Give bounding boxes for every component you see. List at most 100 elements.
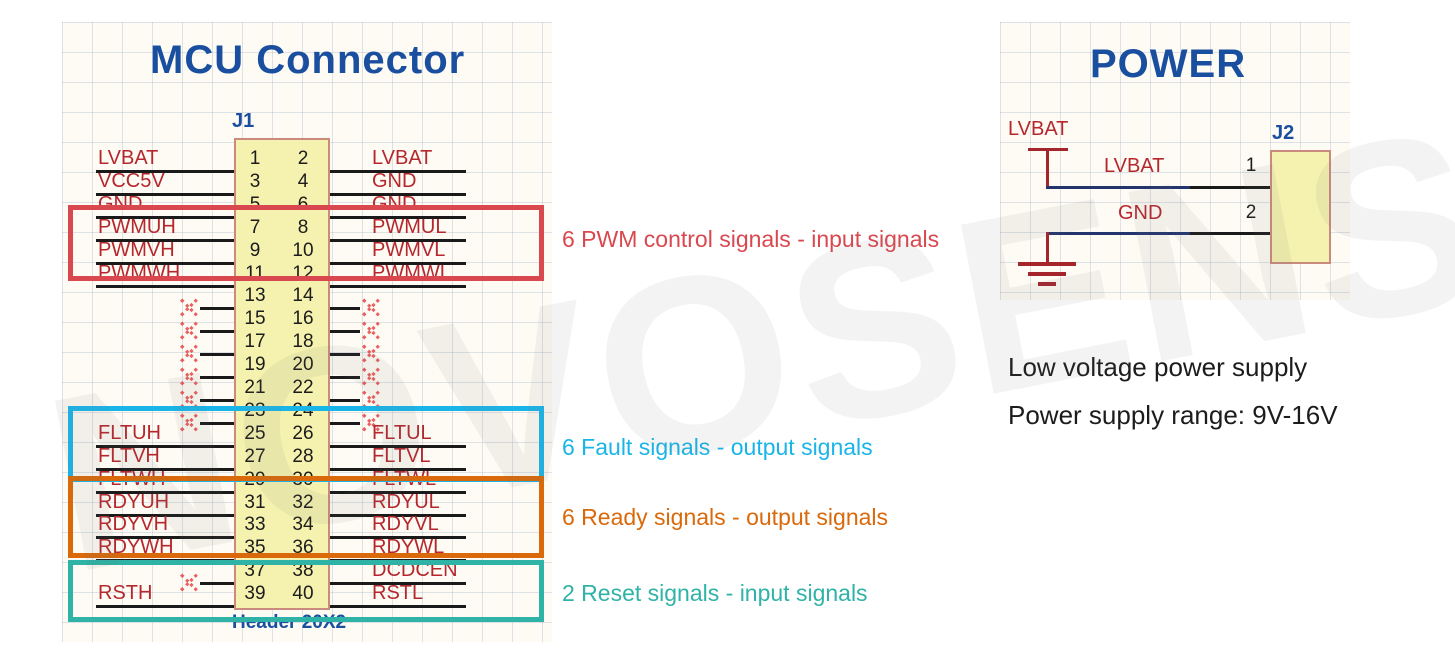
j1-pin-7-net-label: PWMUH [98,215,176,238]
gnd-symbol-bar1 [1018,262,1076,266]
j1-pin-36-net-label: RDYWL [372,536,445,559]
j1-pin-17-no-connect-icon [178,342,200,364]
j1-pin-26-net-label: FLTUL [372,421,432,444]
j1-pin-40-wire [326,605,466,609]
j1-pin-32-number: 32 [292,491,314,513]
j1-pin-13-number: 13 [244,285,266,307]
j1-pin-14-number: 14 [292,285,314,307]
j1-pin-3-net-label: VCC5V [98,169,165,192]
j1-pin-33-number: 33 [244,514,266,536]
j1-pin-40-number: 40 [292,583,314,605]
j1-pin-34-wire [326,536,466,540]
power-net-lvbat: LVBAT [1104,155,1165,177]
j1-pin-9-number: 9 [249,239,261,261]
annotation-ready: 6 Ready signals - output signals [562,504,889,530]
j1-pin-19-wire [200,376,234,380]
j1-pin-18-wire [326,353,360,357]
j2-pin-2-number: 2 [1245,202,1257,223]
power-title: POWER [1090,42,1247,86]
j1-pin-37-number: 37 [244,560,266,582]
j1-pin-37-wire [200,582,234,586]
annotation-pwm: 6 PWM control signals - input signals [562,226,940,252]
j1-pin-33-net-label: RDYVH [98,513,169,536]
j1-pin-18-number: 18 [292,331,314,353]
j1-pin-31-wire [96,513,234,517]
j1-pin-9-net-label: PWMVH [98,238,175,261]
j1-pin-13-no-connect-icon [178,296,200,318]
j1-pin-30-wire [326,490,466,494]
j1-pin-29-wire [96,490,234,494]
j1-pin-34-net-label: RDYVL [372,513,439,536]
j1-pin-25-number: 25 [244,422,266,444]
gnd-pin-wire [1190,232,1272,235]
j1-pin-2-net-label: LVBAT [372,147,433,169]
gnd-symbol-bar2 [1028,272,1066,276]
j1-pin-28-number: 28 [292,445,314,467]
power-net-gnd: GND [1118,202,1163,224]
j1-pin-39-wire [96,605,234,609]
j1-pin-20-number: 20 [292,354,314,376]
j1-pin-40-net-label: RSTL [372,582,424,605]
j1-pin-5-number: 5 [249,193,261,215]
j1-pin-39-net-label: RSTH [98,582,153,605]
j1-pin-31-number: 31 [244,491,266,513]
lvbat-supply-label: LVBAT [1008,118,1069,140]
j2-pin-1-number: 1 [1245,155,1257,176]
j1-pin-38-wire [326,582,466,586]
j2-connector-body [1270,150,1331,264]
j1-pin-15-wire [200,330,234,334]
j1-pin-35-net-label: RDYWH [98,536,174,559]
j1-pin-21-number: 21 [244,377,266,398]
highlight-box-fault [68,406,544,482]
mcu-connector-title: MCU Connector [150,38,466,82]
j1-pin-14-no-connect-icon [360,296,382,318]
j1-pin-9-wire [96,261,234,265]
j1-pin-1-wire [96,170,234,173]
j1-pin-24-wire [326,421,360,425]
j1-pin-8-wire [326,238,466,242]
lvbat-supply-stem [1046,148,1049,186]
j1-pin-16-wire [326,330,360,334]
j1-pin-3-wire [96,192,234,196]
j1-pin-26-wire [326,444,466,448]
j1-pin-32-wire [326,513,466,517]
j1-pin-4-net-label: GND [372,169,417,192]
power-note-1: Low voltage power supply [1008,352,1308,382]
gnd-symbol-stem [1046,232,1049,264]
annotation-reset: 2 Reset signals - input signals [562,580,868,606]
j1-connector-body [234,138,330,610]
j1-pin-17-wire [200,353,234,357]
j1-pin-4-number: 4 [297,170,309,192]
j1-pin-6-number: 6 [297,193,309,215]
j1-pin-16-number: 16 [292,308,314,330]
j1-pin-23-wire [200,421,234,425]
j1-pin-7-number: 7 [249,216,261,238]
j1-pin-14-wire [326,307,360,311]
highlight-box-pwm [68,205,544,281]
j1-pin-34-number: 34 [292,514,314,536]
j1-pin-22-wire [326,399,360,402]
j1-pin-6-wire [326,215,466,219]
j1-pin-27-number: 27 [244,445,266,467]
j1-pin-21-wire [200,399,234,402]
j1-pin-31-net-label: RDYUH [98,490,170,513]
gnd-wire [1046,232,1260,235]
j1-pin-19-number: 19 [244,354,266,376]
j1-pin-25-wire [96,444,234,448]
j1-pin-28-net-label: FLTVL [372,444,431,467]
j2-refdes: J2 [1272,122,1295,144]
j1-pin-7-wire [96,238,234,242]
j1-pin-33-wire [96,536,234,540]
j1-pin-15-no-connect-icon [178,319,200,341]
j1-refdes: J1 [232,110,255,132]
j1-pin-27-net-label: FLTVH [98,444,160,467]
j1-pin-10-number: 10 [292,239,314,261]
j1-pin-27-wire [96,467,234,471]
j1-pin-11-wire [96,284,234,288]
j1-pin-10-wire [326,261,466,265]
j1-pin-22-number: 22 [292,377,314,398]
lvbat-wire [1046,186,1260,189]
j1-pin-1-net-label: LVBAT [98,147,159,169]
j1-pin-2-wire [326,170,466,173]
j1-pin-8-number: 8 [297,216,309,238]
